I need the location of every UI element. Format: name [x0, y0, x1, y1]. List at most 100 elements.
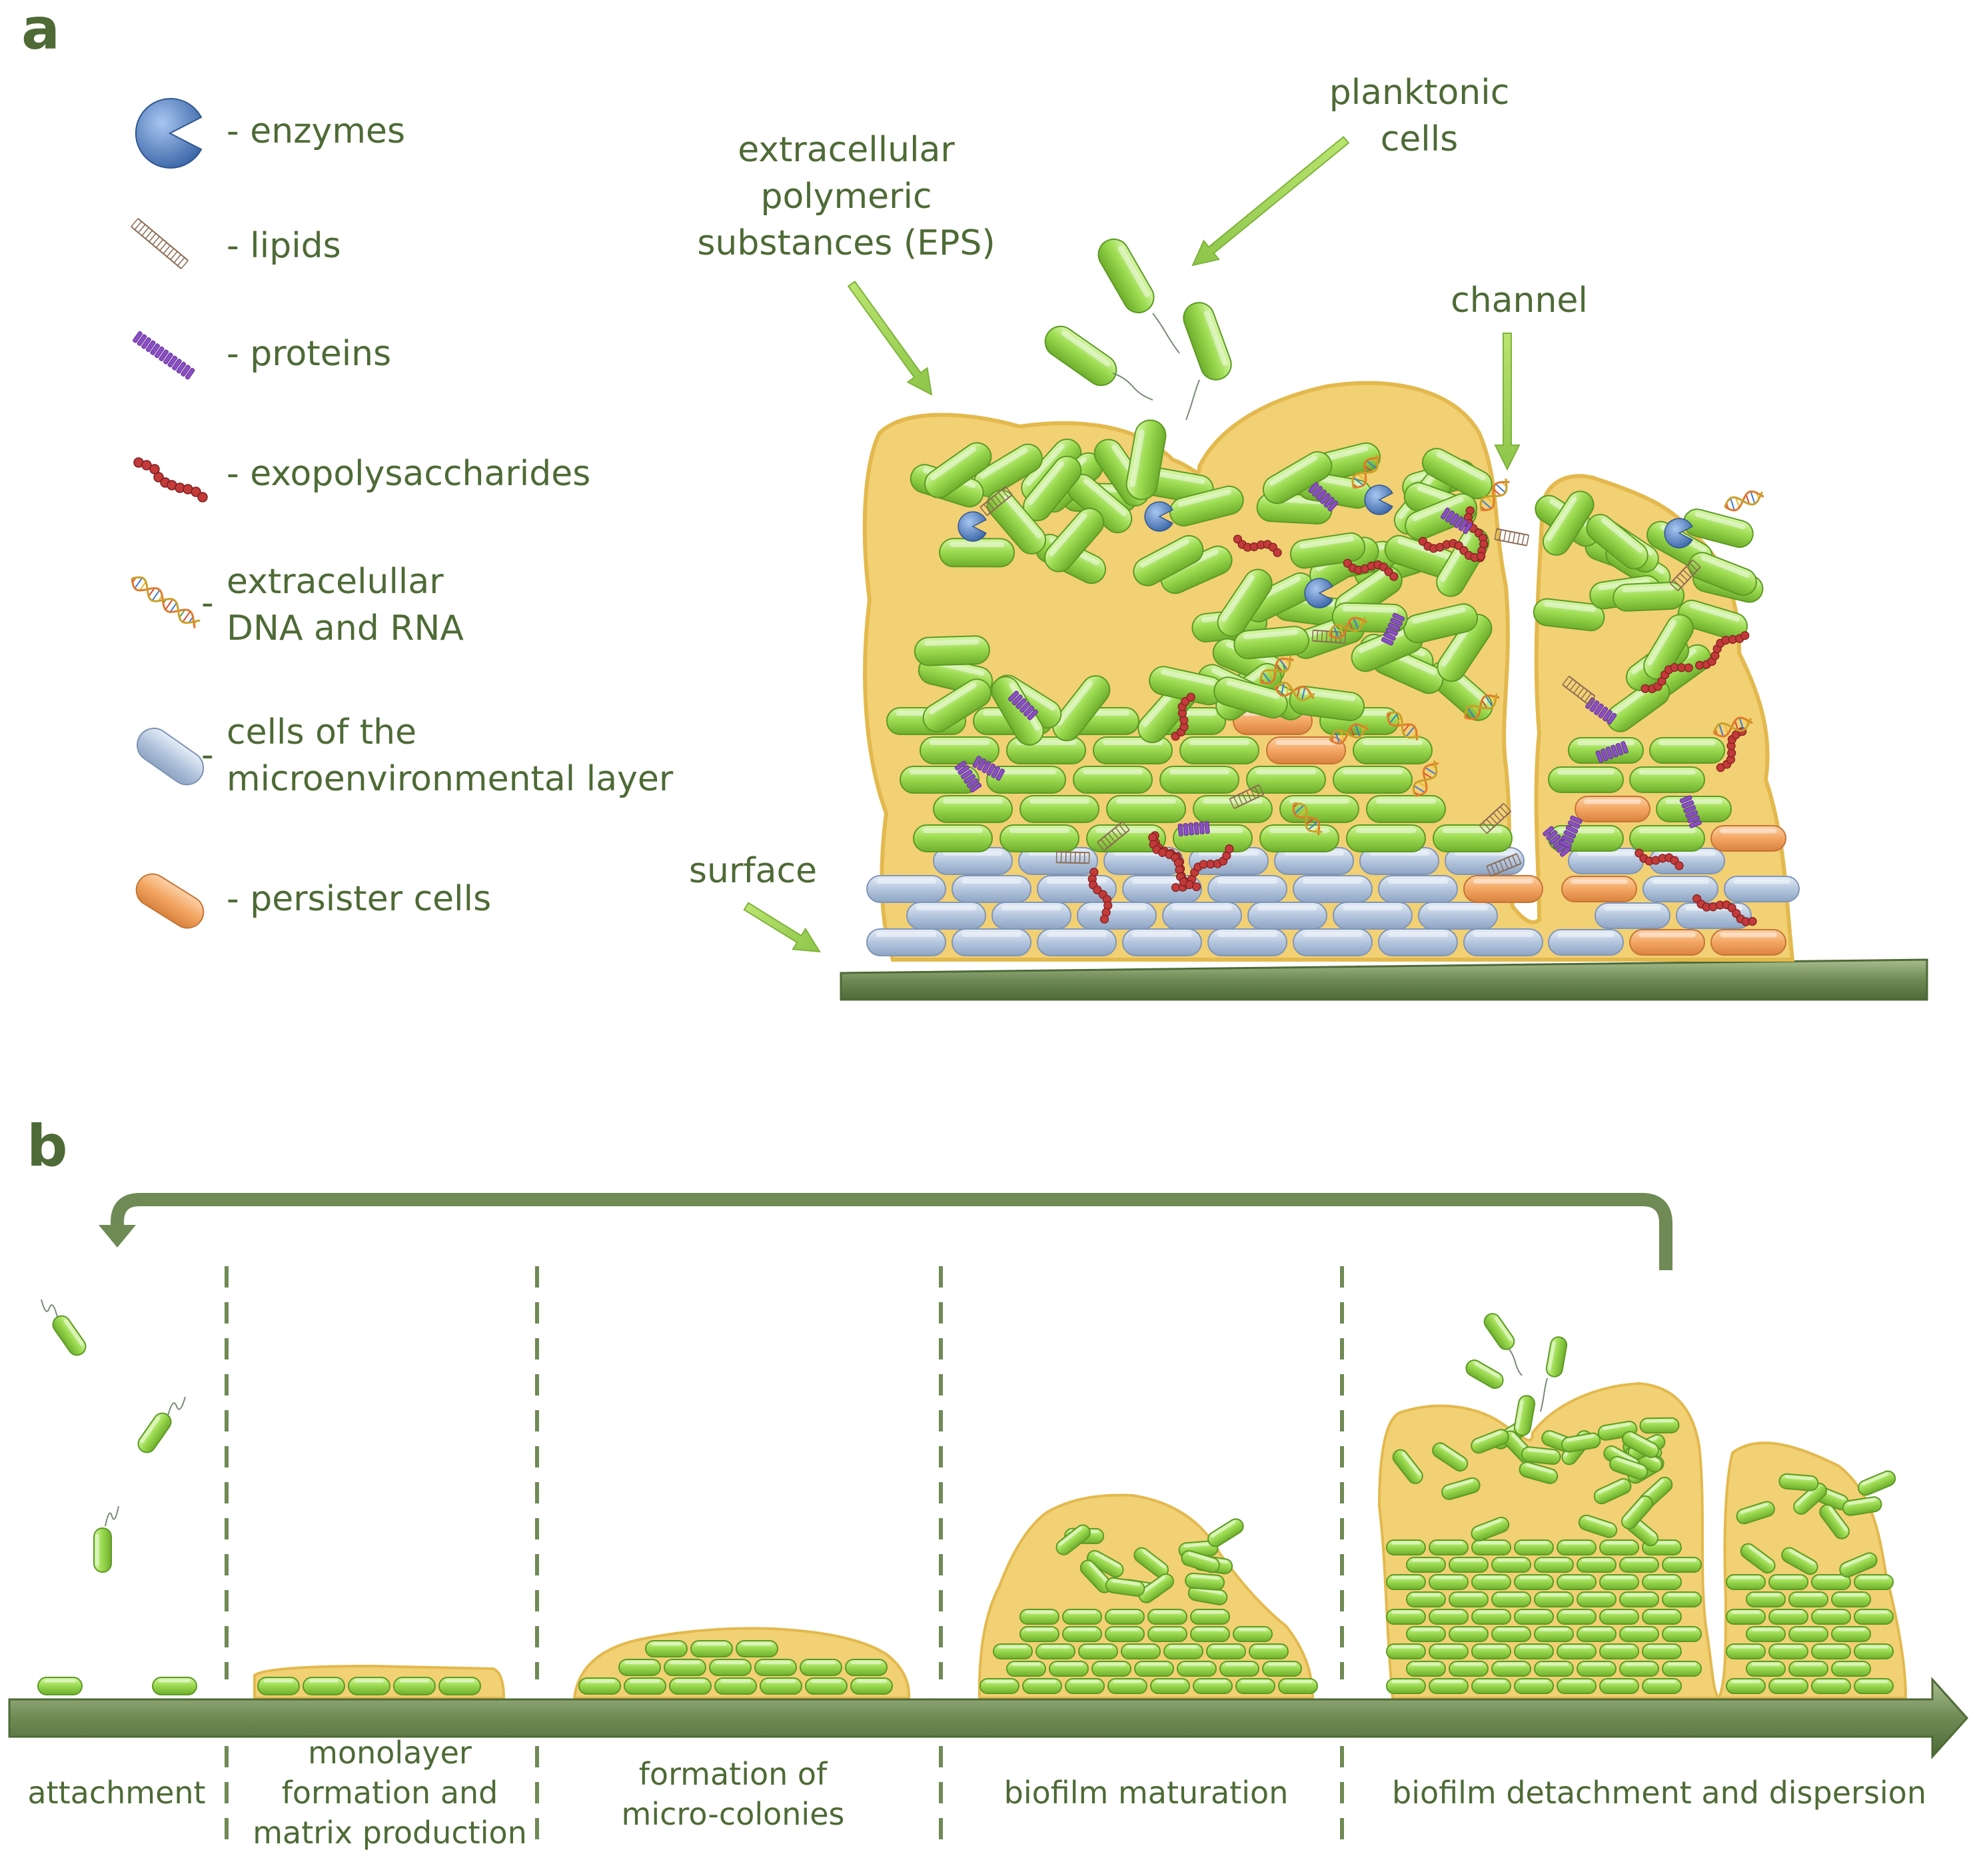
molecule-layer	[954, 455, 1764, 926]
bacterial-cell	[1449, 1661, 1489, 1677]
legend-label-line1: extracelullar	[227, 562, 444, 602]
persister-cell	[1463, 875, 1543, 903]
microenvironmental-cell	[952, 875, 1031, 903]
lipid-molecule	[1097, 821, 1130, 852]
bacterial-cell	[1105, 1626, 1145, 1642]
exopolysaccharide-chain	[1695, 631, 1750, 670]
microenvironmental-cell	[866, 928, 946, 956]
lipid-molecule	[1311, 629, 1347, 644]
planktonic-cell	[1513, 1395, 1536, 1436]
enzyme-molecule	[1304, 578, 1333, 608]
microenvironmental-cell	[1418, 902, 1498, 930]
planktonic-cell	[52, 1315, 87, 1356]
flagellum	[1185, 379, 1200, 421]
legend-dash: -	[201, 735, 214, 775]
surface-bar	[840, 958, 1928, 1001]
bacterial-cell	[348, 1677, 390, 1695]
exopolysaccharide-chain	[1418, 536, 1486, 562]
bacterial-cell	[1577, 1661, 1617, 1677]
lipid-molecule	[980, 486, 1013, 516]
bacterial-cell	[913, 824, 993, 852]
bacterial-cell	[1386, 1643, 1426, 1659]
bacterial-cell	[939, 538, 1015, 568]
bacterial-cell	[1233, 1626, 1273, 1642]
microenvironmental-cell	[1207, 875, 1287, 903]
bacterial-cell	[1406, 1557, 1446, 1573]
bacterial-cell	[1831, 1661, 1871, 1677]
bacterial-cell	[1557, 1574, 1597, 1590]
bacterial-cell	[1163, 1643, 1203, 1659]
protein-molecule	[1679, 795, 1702, 828]
flagellum	[1508, 1348, 1523, 1376]
bacterial-cell	[1091, 1661, 1131, 1677]
microenvironmental-cell	[1333, 902, 1413, 930]
lipid-molecule	[1486, 853, 1522, 877]
bacterial-cell	[1193, 795, 1273, 823]
bacterial-cell	[1639, 1417, 1680, 1434]
bacterial-cell	[1788, 1591, 1828, 1607]
bacterial-cell	[1353, 736, 1433, 764]
microenvironmental-cell	[1247, 902, 1327, 930]
bacterial-cell	[920, 736, 999, 764]
bacterial-cell	[1811, 1574, 1851, 1590]
bacterial-cell	[1599, 1539, 1639, 1555]
planktonic-cell	[1097, 238, 1155, 314]
microenvironmental-cell	[1359, 847, 1439, 875]
microenvironmental-cell	[952, 928, 1031, 956]
timeline-arrow	[8, 1677, 1969, 1759]
planktonic-cell	[137, 1412, 172, 1453]
bacterial-cell	[1449, 1626, 1489, 1642]
bacterial-cell	[1429, 1609, 1469, 1625]
bacterial-cell	[850, 1677, 893, 1695]
microenvironmental-cell	[1162, 902, 1242, 930]
bacterial-cell	[1778, 1473, 1819, 1491]
bacterial-cell	[1642, 1609, 1682, 1625]
bacterial-cell	[1433, 824, 1513, 852]
bacterial-cell	[1259, 824, 1339, 852]
microenvironmental-cell	[1724, 876, 1800, 902]
attached-cell	[152, 1677, 197, 1695]
bacterial-cell	[1213, 676, 1288, 719]
bacterial-cell	[1642, 1678, 1682, 1694]
microenvironmental-cell	[991, 902, 1071, 930]
stage-microcolonies-label: formation of micro-colonies	[621, 1756, 845, 1832]
attached-cell	[37, 1677, 83, 1695]
enzyme-molecule	[958, 511, 987, 542]
bacterial-cell	[1441, 1477, 1481, 1500]
legend-label: - persister cells	[227, 879, 492, 919]
bacterial-cell	[1491, 1626, 1531, 1642]
bacterial-cell	[1534, 1661, 1574, 1677]
bacterial-cell	[1726, 1609, 1766, 1625]
bacterial-cell	[1062, 1609, 1102, 1625]
bacterial-cell	[1392, 1449, 1423, 1484]
persister-cell	[1575, 796, 1651, 822]
bacterial-cell	[1491, 1557, 1531, 1573]
bacterial-cell	[1586, 514, 1649, 570]
persister-cell	[1710, 825, 1786, 852]
bacterial-cell	[1219, 1661, 1259, 1677]
bacterial-cell	[645, 1640, 688, 1657]
bacterial-cell	[1514, 1609, 1554, 1625]
bacterial-cell	[438, 1677, 481, 1695]
bacterial-cell	[1854, 1643, 1894, 1659]
stage-dispersion-label: biofilm detachment and dispersion	[1392, 1775, 1926, 1811]
microenvironmental-cell	[1378, 928, 1458, 956]
bacterial-cell	[1491, 1661, 1531, 1677]
bacterial-cell	[1534, 1626, 1574, 1642]
bacterial-cell	[1052, 675, 1111, 742]
bacterial-cell	[1629, 766, 1705, 793]
bacterial-cell	[690, 1640, 733, 1657]
bacterial-cell	[1121, 1643, 1161, 1659]
microenvironmental-cell	[1378, 875, 1458, 903]
lipid-molecule	[1669, 559, 1701, 592]
bacterial-cell	[1107, 1678, 1147, 1694]
channel-pointer-arrow	[1494, 333, 1521, 471]
bacterial-cell	[1662, 1661, 1702, 1677]
bacterial-cell	[1649, 737, 1725, 764]
bacterial-cell	[800, 1659, 842, 1676]
bacterial-cell	[1147, 1626, 1187, 1642]
lipid-molecule	[1562, 676, 1596, 706]
bacterial-cell	[1557, 1643, 1597, 1659]
planktonic-cell	[1183, 302, 1232, 381]
protein-icon	[133, 331, 195, 380]
